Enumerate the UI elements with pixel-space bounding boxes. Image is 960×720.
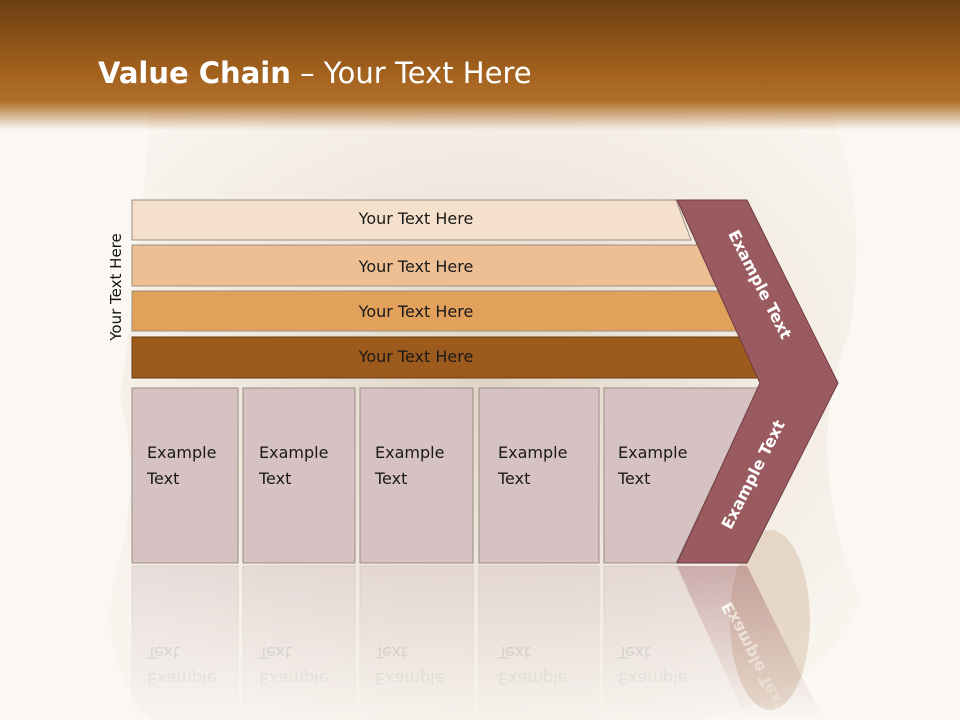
box-3 bbox=[359, 387, 474, 564]
bar-4-label: Your Text Here bbox=[358, 347, 474, 366]
page-title: Value Chain – Your Text Here bbox=[98, 56, 532, 90]
bar-3-label: Your Text Here bbox=[358, 302, 474, 321]
box-1 bbox=[131, 387, 239, 564]
box-5-line2: Text bbox=[617, 469, 650, 488]
title-banner bbox=[0, 0, 960, 130]
svg-text:Text: Text bbox=[617, 643, 650, 662]
reflection: Example Text Example Text Example Text Exam… bbox=[131, 565, 824, 720]
box-4-line2: Text bbox=[497, 469, 530, 488]
box-1-line1: Example bbox=[147, 443, 216, 462]
svg-text:Example: Example bbox=[259, 669, 328, 688]
chevron-arrow bbox=[676, 199, 839, 564]
box-2-line2: Text bbox=[258, 469, 291, 488]
svg-text:Example: Example bbox=[498, 669, 567, 688]
box-4 bbox=[478, 387, 600, 564]
svg-text:Text: Text bbox=[258, 643, 291, 662]
box-2 bbox=[242, 387, 356, 564]
svg-text:Example: Example bbox=[618, 669, 687, 688]
bar-2-label: Your Text Here bbox=[358, 257, 474, 276]
bar-1-label: Your Text Here bbox=[358, 209, 474, 228]
title-rest: – Your Text Here bbox=[290, 56, 532, 90]
box-3-line2: Text bbox=[374, 469, 407, 488]
box-5 bbox=[603, 387, 760, 564]
svg-text:Example: Example bbox=[147, 669, 216, 688]
box-1-line2: Text bbox=[146, 469, 179, 488]
title-bold: Value Chain bbox=[98, 56, 291, 90]
svg-text:Text: Text bbox=[374, 643, 407, 662]
svg-text:Text: Text bbox=[497, 643, 530, 662]
box-3-line1: Example bbox=[375, 443, 444, 462]
bar-1 bbox=[131, 199, 692, 241]
svg-text:Text: Text bbox=[146, 643, 179, 662]
box-2-line1: Example bbox=[259, 443, 328, 462]
svg-text:Example: Example bbox=[375, 669, 444, 688]
box-4-line1: Example bbox=[498, 443, 567, 462]
box-5-line1: Example bbox=[618, 443, 687, 462]
